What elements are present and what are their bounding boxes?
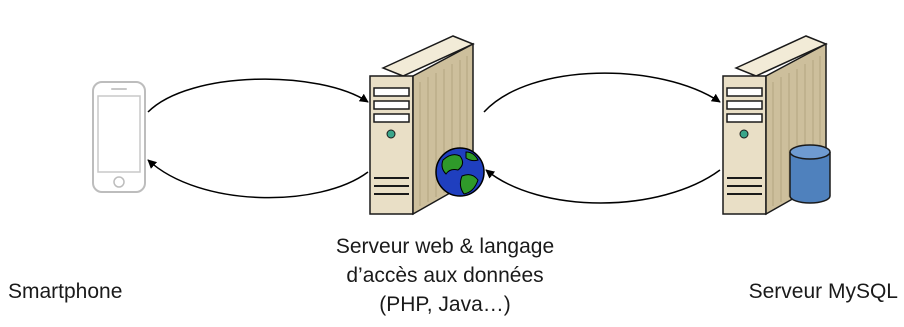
web-server-label-line-2: d’accès aux données (346, 264, 544, 287)
web-server-label: Serveur web & langage d’accès aux donnée… (300, 232, 590, 319)
arrow-mysql-to-webserver (485, 169, 721, 204)
arrow-phone-to-webserver (147, 78, 369, 113)
smartphone-icon (92, 81, 146, 193)
smartphone-label: Smartphone (8, 280, 123, 303)
arrow-webserver-to-phone (147, 159, 369, 199)
web-server-label-line-3: (PHP, Java…) (379, 293, 511, 316)
arrow-webserver-to-mysql (483, 72, 721, 113)
mysql-server-label: Serveur MySQL (748, 280, 898, 303)
globe-icon (435, 147, 485, 197)
database-cylinder-icon (789, 144, 831, 204)
web-server-icon (369, 35, 475, 216)
web-server-label-line-1: Serveur web & langage (335, 235, 555, 258)
